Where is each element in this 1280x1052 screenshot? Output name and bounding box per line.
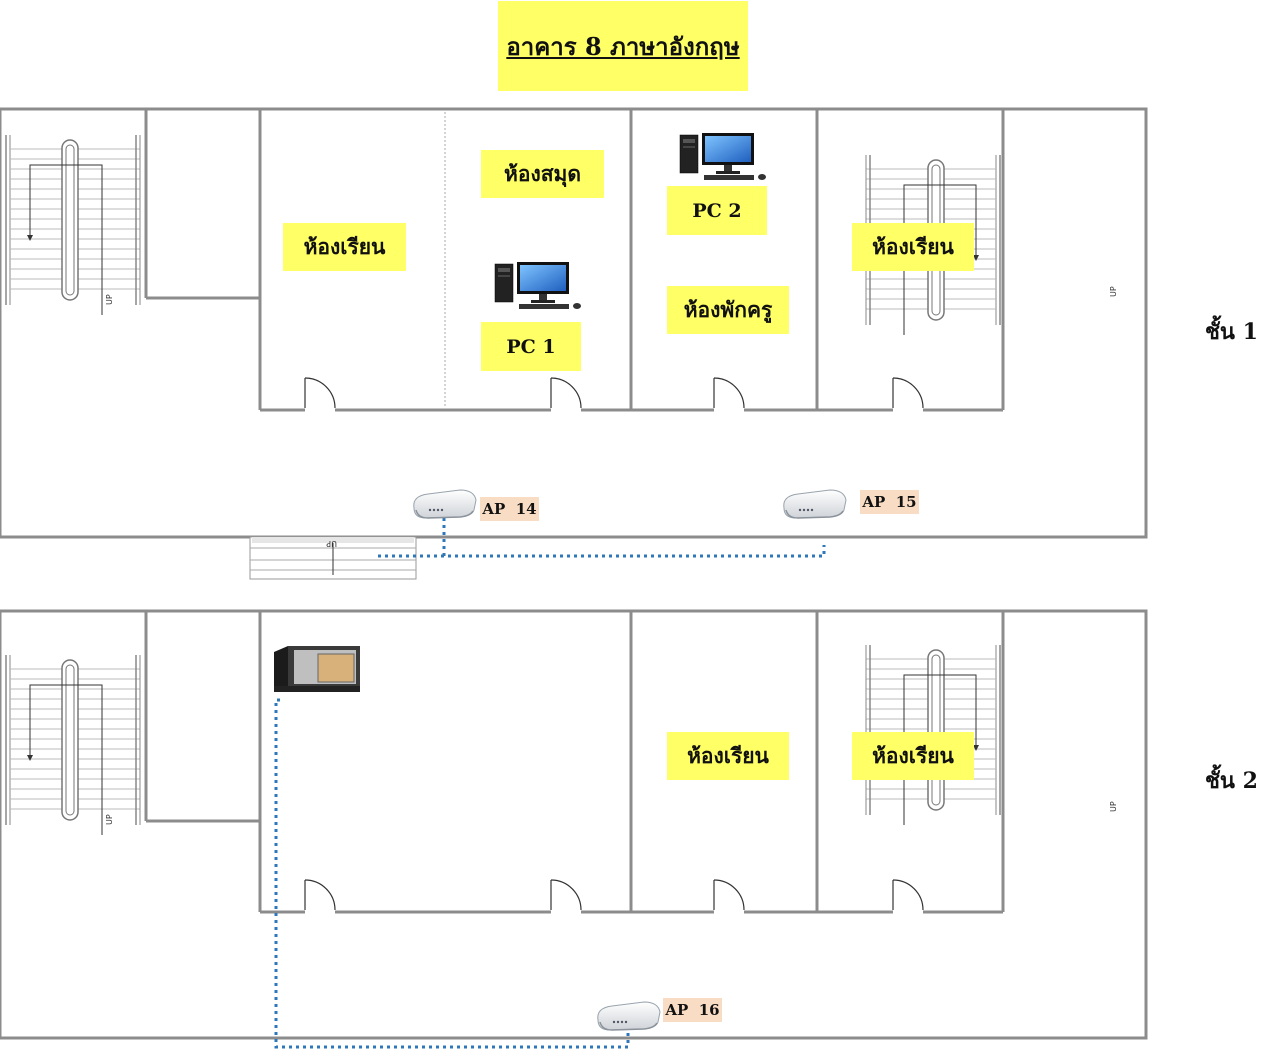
- network-cable-floor2: [274, 698, 630, 1049]
- pc-label: PC 2: [667, 186, 767, 235]
- page-title: อาคาร 8 ภาษาอังกฤษ: [498, 1, 748, 91]
- access-point-icon: [597, 1001, 661, 1031]
- room-label-classroom: ห้องเรียน: [852, 732, 974, 780]
- access-point-icon: [413, 489, 477, 519]
- room-label-classroom: ห้องเรียน: [667, 732, 789, 780]
- stairs-left-floor2: [5, 654, 141, 836]
- stairs-left-floor1: [5, 134, 141, 316]
- desktop-computer-icon: [494, 261, 582, 310]
- access-point-icon: [783, 489, 847, 519]
- room-label-library: ห้องสมุด: [481, 150, 604, 198]
- desktop-computer-icon: [679, 132, 767, 181]
- network-rack-icon: [274, 646, 360, 692]
- floor-2-label: ชั้น 2: [1205, 768, 1258, 794]
- access-point-label: AP 15: [860, 490, 919, 514]
- room-label-teacher-room: ห้องพักครู: [667, 286, 789, 334]
- room-label-classroom: ห้องเรียน: [283, 223, 406, 271]
- stair-up-marker: UP: [1109, 801, 1118, 812]
- network-cable-floor1: [378, 545, 826, 558]
- stair-up-marker: UP: [1109, 286, 1118, 297]
- stair-up-marker: UP: [105, 814, 114, 825]
- exterior-stairs: [249, 536, 417, 580]
- floor-1-label: ชั้น 1: [1205, 319, 1258, 345]
- pc-label: PC 1: [481, 322, 581, 371]
- access-point-label: AP 14: [480, 497, 539, 521]
- floor-2-plan: [0, 609, 1148, 1049]
- access-point-label: AP 16: [663, 998, 722, 1022]
- room-label-classroom: ห้องเรียน: [852, 223, 974, 271]
- stair-up-marker: UP: [326, 539, 337, 548]
- stair-up-marker: UP: [105, 294, 114, 305]
- floor-1-plan: [0, 107, 1148, 580]
